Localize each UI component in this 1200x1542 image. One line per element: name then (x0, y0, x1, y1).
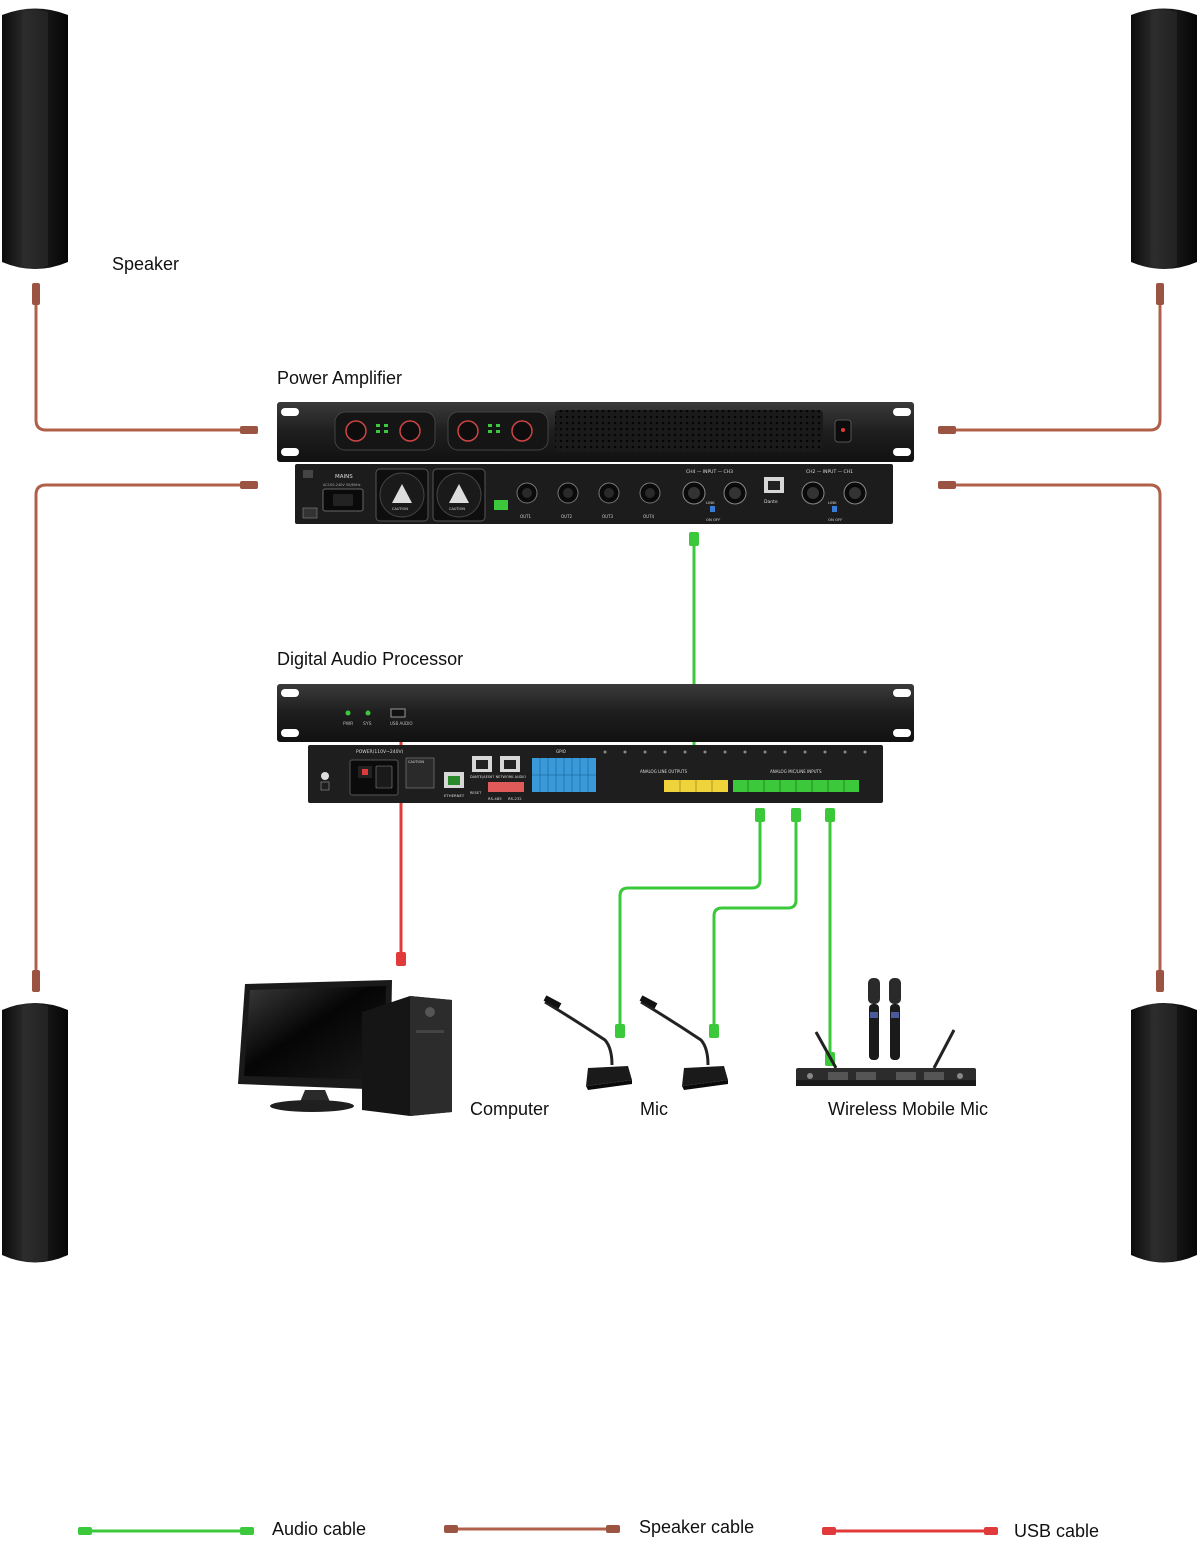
amp-dante-label: Dante (764, 499, 778, 505)
dsp-serial-terminals (488, 782, 524, 792)
dsp-sys-led (365, 710, 371, 716)
amp-out4-label: OUT4 (643, 514, 655, 519)
legend (78, 1525, 998, 1535)
digital-audio-processor-label: Digital Audio Processor (277, 649, 464, 669)
amp-mains-label: MAINS (335, 474, 353, 480)
speaker-cable-top-left (34, 300, 245, 432)
legend-audio-label: Audio cable (272, 1519, 367, 1539)
mic-label: Mic (640, 1099, 668, 1119)
svg-text:CAUTION: CAUTION (408, 760, 424, 764)
dsp-pwr-led (345, 710, 351, 716)
speaker-bottom-left (2, 1003, 68, 1263)
speaker-cable-bottom-left (34, 483, 245, 975)
wireless-mobile-mic-label: Wireless Mobile Mic (828, 1099, 989, 1119)
dsp-power-label: POWER(110V~240V) (356, 749, 404, 755)
dsp-usb-label: USB AUDIO (390, 721, 413, 726)
svg-text:CAUTION: CAUTION (449, 507, 465, 511)
amp-front-panel (277, 402, 914, 462)
svg-text:LINK: LINK (706, 500, 715, 505)
speaker-cables (34, 300, 1162, 975)
wireless-mic-system (796, 978, 976, 1086)
dsp-front-panel: PWR SYS USB AUDIO (277, 684, 914, 742)
computer-label: Computer (470, 1099, 550, 1119)
audio-cable-mic-1 (618, 820, 762, 1030)
speaker-top-right (1131, 8, 1197, 269)
amp-vent-grill (555, 410, 823, 452)
dsp-gpio-label: GPIO (556, 749, 566, 754)
dsp-reset-label: RESET (470, 791, 482, 795)
digital-audio-processor: PWR SYS USB AUDIO POWER(110V~240V) CAUTI… (277, 684, 914, 803)
amp-out3-label: OUT3 (602, 514, 614, 519)
amp-gain-knob-4 (511, 420, 533, 442)
dsp-ethernet-label: ETHERNET (444, 793, 465, 798)
legend-audio-swatch (78, 1527, 254, 1535)
speaker-top-left (2, 8, 68, 269)
amp-xlr-inputs (682, 481, 867, 505)
handheld-mic-1 (868, 978, 880, 1060)
amp-fan-2: CAUTION (432, 468, 486, 522)
amp-speakon-outputs: OUT1 OUT2 OUT3 OUT4 (516, 482, 661, 519)
dsp-rear-panel: POWER(110V~240V) CAUTION ETHERNET DANTE/… (308, 745, 883, 803)
legend-usb-swatch (822, 1527, 998, 1535)
dsp-pwr-label: PWR (343, 721, 353, 727)
amp-out1-label: OUT1 (520, 514, 532, 519)
dsp-usb-port (390, 708, 406, 718)
audio-cable-mic-2 (712, 820, 798, 1030)
svg-text:CAUTION: CAUTION (392, 507, 408, 511)
dsp-mic-inputs-label: ANALOG MIC/LINE INPUTS (770, 769, 822, 774)
speaker-label: Speaker (112, 254, 180, 274)
dsp-rs232-label: RS-232 (508, 796, 522, 801)
power-amplifier: MAINS AC100-240V 50/60Hz CAUTION CAUTION (277, 402, 914, 524)
amp-gain-knob-1 (345, 420, 367, 442)
power-amplifier-label: Power Amplifier (277, 368, 403, 388)
amp-input-label-right: CH2 — INPUT — CH1 (806, 469, 853, 475)
gooseneck-mic-1 (543, 995, 632, 1090)
dsp-line-outputs-label: ANALOG LINE OUTPUTS (640, 769, 688, 774)
legend-usb-label: USB cable (1014, 1521, 1100, 1541)
svg-text:ON OFF: ON OFF (706, 517, 720, 522)
dsp-sys-label: SYS (363, 721, 372, 727)
audio-cables (618, 545, 832, 1065)
speaker-bottom-right (1131, 1003, 1197, 1263)
speaker-cable-top-right (948, 300, 1162, 432)
speaker-cable-plugs (32, 283, 1164, 992)
amp-rear-panel: MAINS AC100-240V 50/60Hz CAUTION CAUTION (295, 464, 893, 524)
amp-gain-knob-3 (457, 420, 479, 442)
svg-text:ON OFF: ON OFF (828, 517, 842, 522)
amp-gain-knob-2 (399, 420, 421, 442)
computer (238, 980, 452, 1116)
speaker-cable-bottom-right (948, 483, 1162, 975)
legend-speaker-swatch (444, 1525, 620, 1533)
computer-monitor (238, 980, 392, 1112)
amp-mains-spec: AC100-240V 50/60Hz (323, 483, 361, 487)
handheld-mic-2 (889, 978, 901, 1060)
svg-text:LINK: LINK (828, 500, 837, 505)
amp-fan-1: CAUTION (375, 468, 429, 522)
dsp-rs485-label: RS-485 (488, 796, 502, 801)
computer-tower (362, 996, 452, 1116)
amp-out2-label: OUT2 (561, 514, 573, 519)
dsp-network-audio-label: DANTE/AES67 NETWORK AUDIO (470, 775, 526, 779)
wireless-receiver (796, 1068, 976, 1086)
legend-speaker-label: Speaker cable (639, 1517, 755, 1537)
amp-input-label-left: CH4 — INPUT — CH3 (686, 469, 733, 475)
gooseneck-mic-2 (639, 995, 728, 1090)
